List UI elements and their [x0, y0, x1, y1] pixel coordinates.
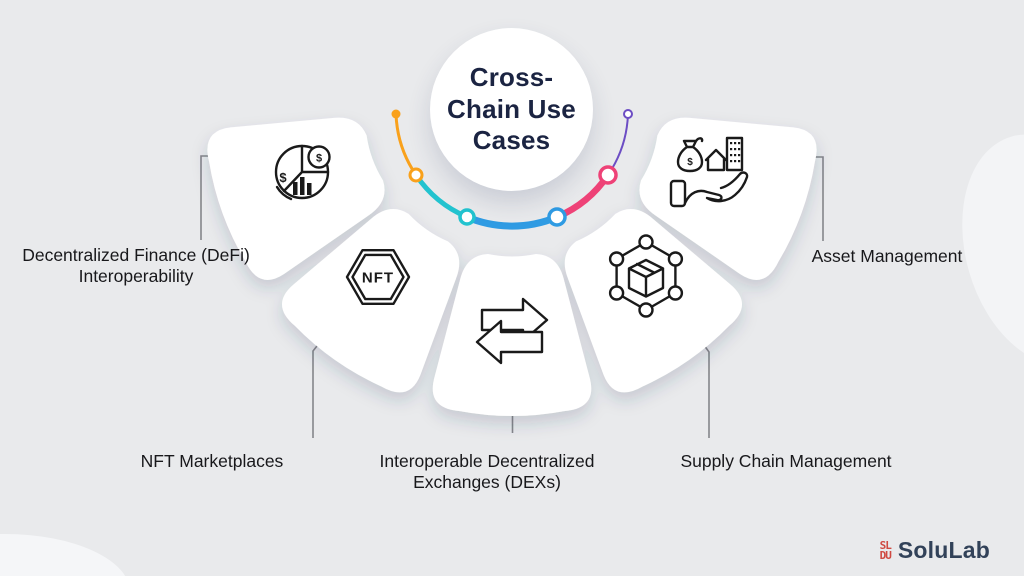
bag-dollar-glyph: $ [687, 157, 693, 168]
label-defi-interoperability: Decentralized Finance (DeFi) Interoperab… [22, 245, 250, 286]
bg-swoosh-right [962, 134, 1024, 366]
bg-swoosh-bottom-left [0, 534, 126, 576]
label-supply-chain: Supply Chain Management [680, 451, 892, 471]
center-badge: Cross-Chain Use Cases [430, 28, 593, 191]
arc-node-teal [458, 208, 476, 226]
label-dex-exchanges: Interoperable Decentralized Exchanges (D… [379, 451, 595, 492]
arc-node-orange [408, 167, 424, 183]
hand-assets-icon: $ [669, 136, 749, 208]
arc-node-blue [547, 207, 567, 227]
arc-segment-pink [553, 171, 612, 221]
logo-mark-bottom: DU [879, 548, 892, 562]
nft-glyph: NFT [362, 270, 394, 287]
arc-node-pink [598, 165, 618, 185]
arc-segment-blue [463, 213, 561, 230]
petal-card-supply [564, 209, 742, 393]
pie-dollar-glyph: $ [279, 170, 287, 185]
timeline-arc [391, 109, 633, 230]
pie-chart-finance-icon: $ $ [274, 144, 331, 201]
arc-segment-teal [413, 172, 470, 220]
coin-dollar-glyph: $ [316, 153, 322, 165]
logo-text: SoluLab [897, 537, 990, 563]
page-title: Cross-Chain Use Cases [447, 61, 576, 156]
arc-segment-orange [394, 112, 418, 177]
solulab-logo-mark-icon: SL DU [879, 539, 892, 562]
solulab-logo: SL DU SoluLab [880, 537, 990, 564]
box-network-icon [608, 234, 684, 318]
nft-badge-icon: NFT [345, 248, 411, 305]
swap-arrows-icon [475, 297, 549, 365]
petal-card-defi [207, 117, 385, 280]
logo-mark-top: SL [879, 539, 892, 553]
label-asset-management: Asset Management [811, 246, 963, 266]
arc-node-orange-start [391, 109, 401, 119]
label-nft-marketplaces: NFT Marketplaces [140, 451, 284, 471]
petal-card-nft [282, 209, 460, 393]
building-windows [730, 142, 741, 163]
arc-node-purple-end [623, 109, 633, 119]
